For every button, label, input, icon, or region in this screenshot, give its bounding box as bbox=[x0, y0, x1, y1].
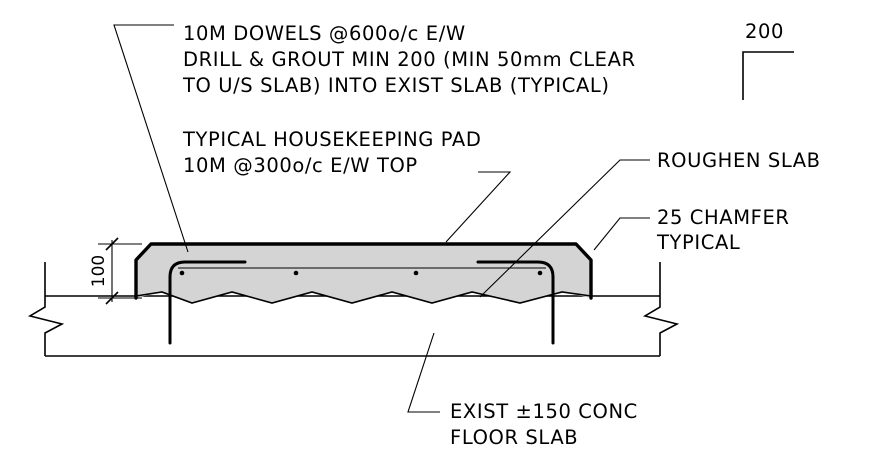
rebar-dot-4 bbox=[537, 270, 543, 276]
dowels-note-line2: DRILL & GROUT MIN 200 (MIN 50mm CLEAR bbox=[183, 48, 636, 71]
notes: 10M DOWELS @600o/c E/W DRILL & GROUT MIN… bbox=[182, 22, 821, 449]
leader-dowels bbox=[113, 24, 189, 253]
chamfer-note-line2: TYPICAL bbox=[656, 231, 740, 254]
slab-note-line1: EXIST ±150 CONC bbox=[450, 400, 638, 423]
dim-tick-bottom bbox=[105, 291, 119, 305]
dowels-note-line1: 10M DOWELS @600o/c E/W bbox=[183, 22, 466, 45]
leader-chamfer bbox=[593, 217, 650, 251]
right-break-line bbox=[642, 262, 680, 356]
pad-outline bbox=[134, 242, 593, 300]
hook-length-leg bbox=[742, 51, 794, 100]
dim-tick-top bbox=[105, 237, 119, 251]
rebar-dot-3 bbox=[413, 270, 419, 276]
leader-pad bbox=[445, 171, 512, 243]
rebar-dot-2 bbox=[293, 270, 299, 276]
roughened-interface bbox=[135, 291, 592, 304]
pad-note-line2: 10M @300o/c E/W TOP bbox=[183, 154, 418, 177]
dowel-left bbox=[168, 260, 247, 345]
dowels-note-line3: TO U/S SLAB) INTO EXIST SLAB (TYPICAL) bbox=[182, 74, 610, 97]
hook-length-label: 200 bbox=[745, 20, 784, 43]
leader-roughen bbox=[479, 159, 650, 298]
dowel-right bbox=[476, 260, 555, 345]
hook-length-symbol: 200 bbox=[742, 20, 794, 100]
pad-concrete-fill bbox=[136, 244, 591, 303]
pad-thickness-label: 100 bbox=[89, 255, 109, 287]
chamfer-note-line1: 25 CHAMFER bbox=[657, 206, 790, 229]
housekeeping-pad bbox=[134, 242, 593, 304]
rebar-dot-1 bbox=[179, 270, 185, 276]
leaders bbox=[113, 24, 650, 413]
left-break-line bbox=[27, 262, 65, 356]
pad-thickness-dimension: 100 bbox=[89, 237, 142, 305]
reinforcement bbox=[168, 260, 555, 345]
roughen-note: ROUGHEN SLAB bbox=[657, 149, 821, 172]
slab-note-line2: FLOOR SLAB bbox=[450, 426, 578, 449]
leader-slab bbox=[407, 332, 440, 413]
pad-note-line1: TYPICAL HOUSEKEEPING PAD bbox=[182, 128, 481, 151]
